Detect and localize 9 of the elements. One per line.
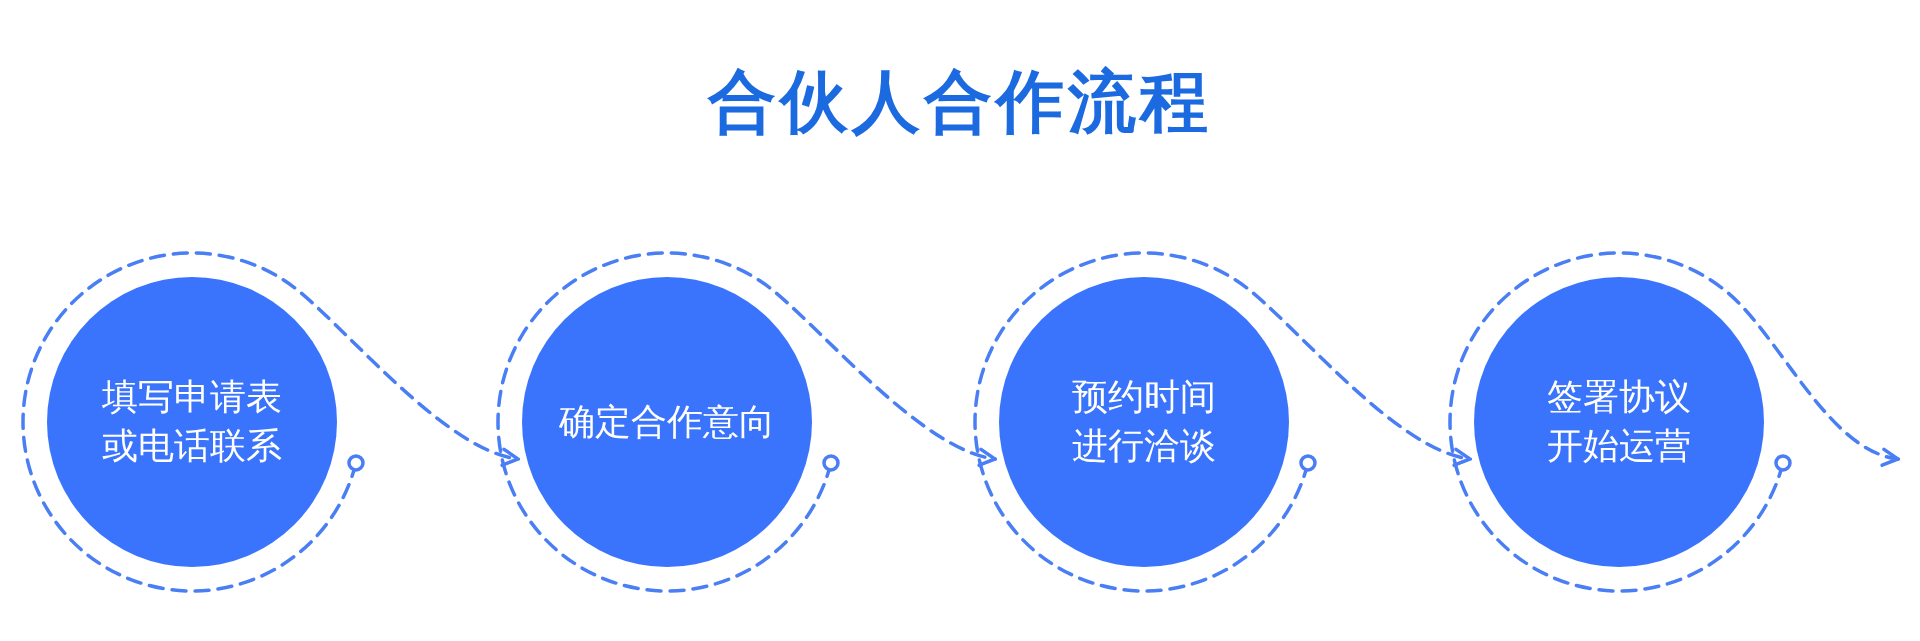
dashed-arrow xyxy=(21,251,520,593)
step-text: 签署协议开始运营 xyxy=(1546,375,1692,468)
dashed-arrow xyxy=(973,251,1472,593)
step-text: 确定合作意向 xyxy=(559,399,775,444)
dashed-arrow xyxy=(496,251,997,593)
step-text: 填写申请表或电话联系 xyxy=(101,375,283,468)
step-text: 预约时间进行洽谈 xyxy=(1071,375,1217,468)
dashed-arrow xyxy=(1448,251,1900,593)
title: 合伙人合作流程 xyxy=(708,61,1212,143)
